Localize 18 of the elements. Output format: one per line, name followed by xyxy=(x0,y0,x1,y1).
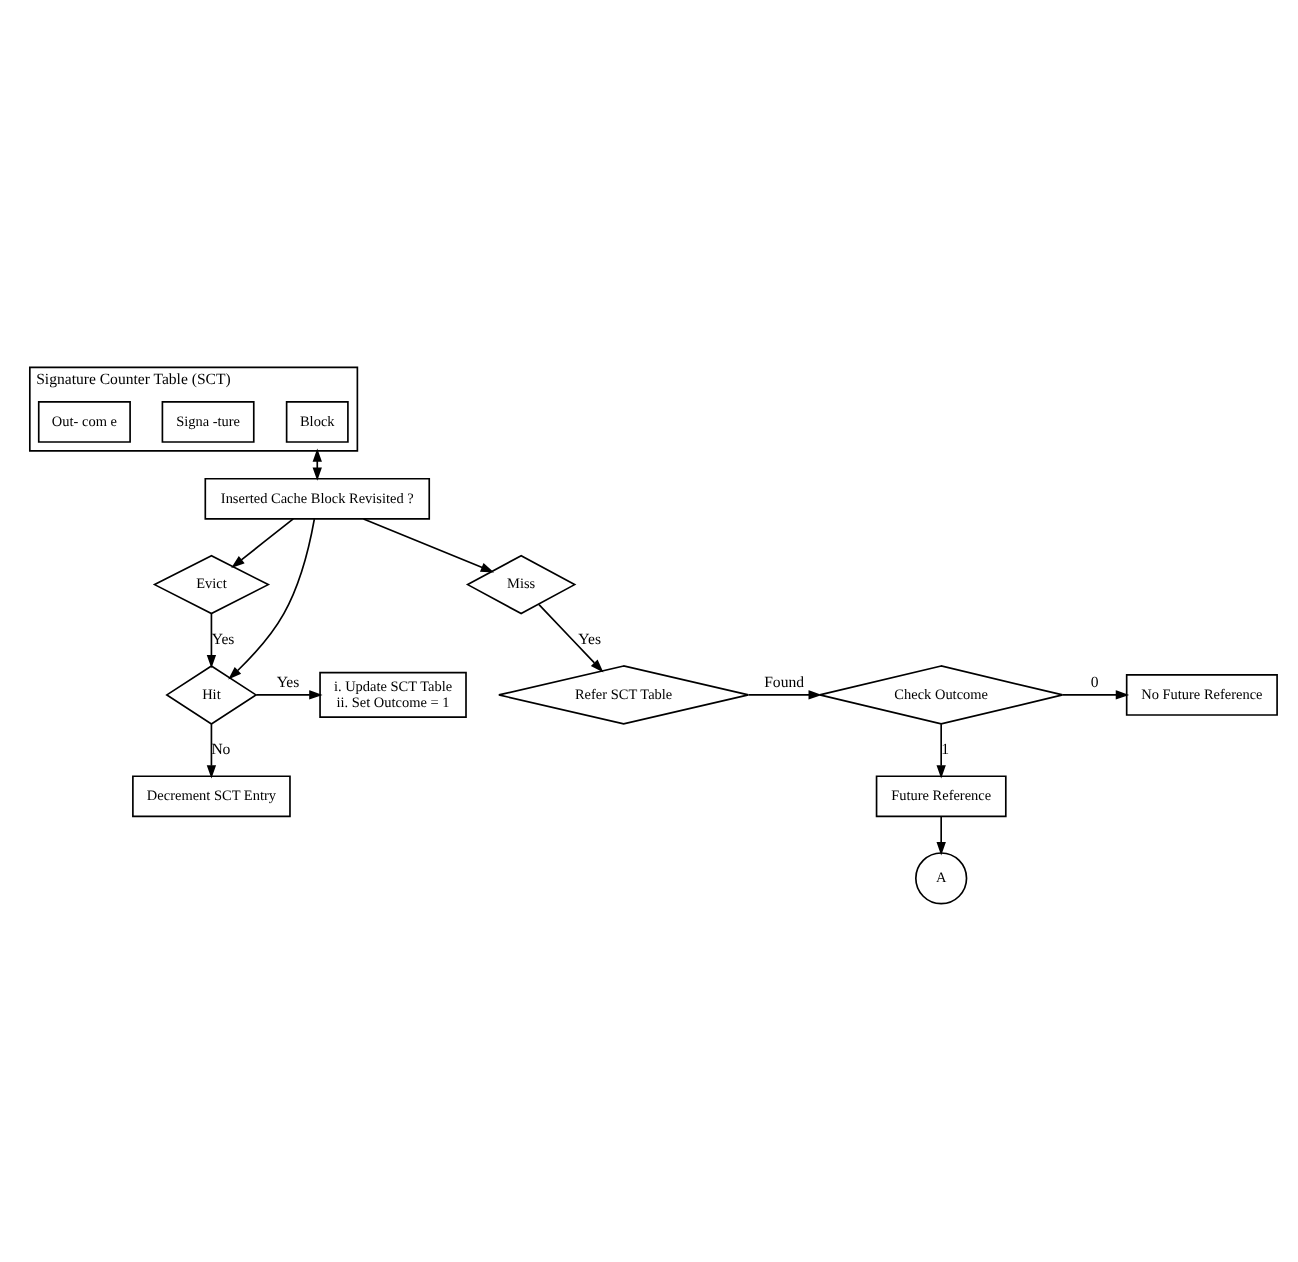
arrow xyxy=(538,603,604,673)
arrow xyxy=(228,518,316,680)
arrow xyxy=(231,518,295,568)
arrow xyxy=(936,815,946,856)
arrow xyxy=(206,613,217,669)
edge-label: Yes xyxy=(211,629,235,648)
arrow xyxy=(255,690,323,700)
edge-label: 0 xyxy=(1090,673,1099,692)
edge-label: Yes xyxy=(276,673,300,692)
arrow xyxy=(936,723,946,779)
arrow xyxy=(362,518,495,573)
edge-label: No xyxy=(211,740,231,759)
edge-label: Found xyxy=(764,673,804,692)
edge-label: 1 xyxy=(941,740,949,759)
arrow xyxy=(747,690,822,700)
arrow xyxy=(206,723,217,779)
arrow xyxy=(1061,690,1130,700)
edge-label: Yes xyxy=(578,629,601,648)
